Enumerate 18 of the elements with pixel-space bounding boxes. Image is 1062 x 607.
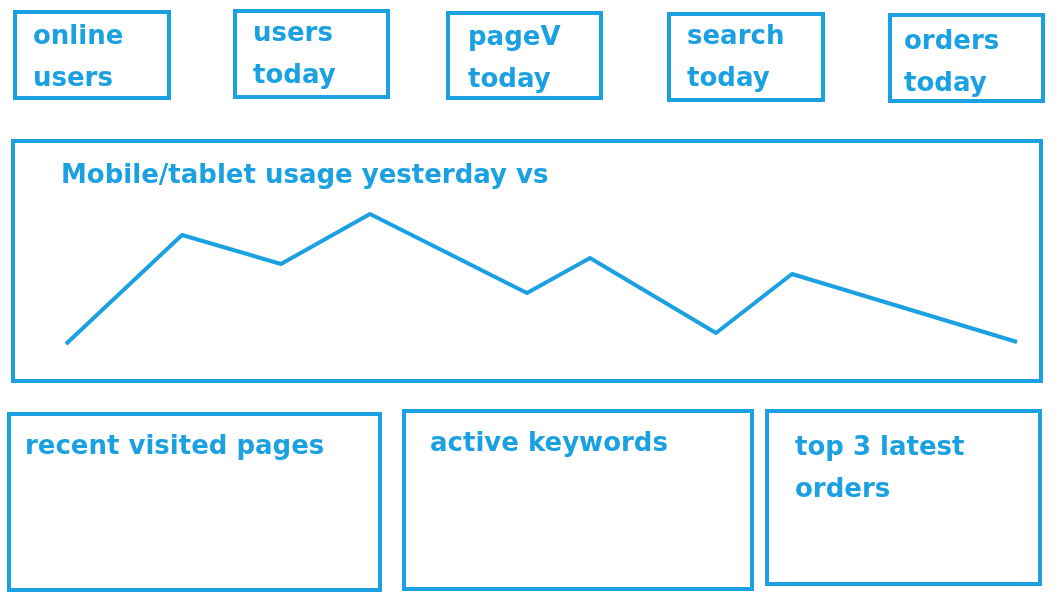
panel-heading: recent visited pages [25,429,325,462]
chart-panel [11,139,1043,383]
widget-panel [233,9,390,99]
panel-heading: search today [687,19,786,94]
widget-panel [888,13,1045,103]
widget-panel [765,409,1042,586]
panel-heading: orders today [904,24,1001,99]
panel-heading: online users [33,19,125,94]
widget-panel [446,11,603,100]
widget-panel [13,10,171,100]
panel-heading: pageV today [468,20,562,95]
panel-heading: users today [253,16,337,91]
panel-heading: top 3 latest orders [795,430,966,505]
panel-heading: active keywords [430,426,668,459]
widget-panel [7,412,382,592]
widget-panel [667,12,825,102]
panel-heading: Mobile/tablet usage yesterday vs [61,158,549,191]
widget-panel [402,409,754,591]
